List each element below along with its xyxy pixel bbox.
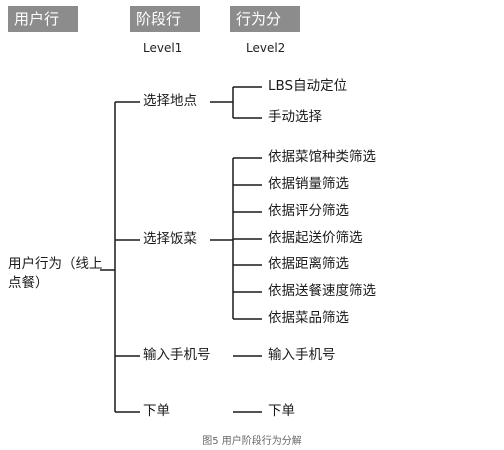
level1-label: Level1 [143, 41, 183, 55]
level2-node-filter-restaurant-type: 依据菜馆种类筛选 [268, 149, 376, 165]
level1-node-location: 选择地点 [143, 93, 197, 109]
level2-node-filter-delivery-speed: 依据送餐速度筛选 [268, 283, 376, 299]
level2-node-filter-sales: 依据销量筛选 [268, 176, 349, 192]
level2-node-enter-phone: 输入手机号 [268, 347, 336, 363]
level2-node-place-order: 下单 [268, 403, 295, 419]
level2-node-filter-dish: 依据菜品筛选 [268, 310, 349, 326]
root-node: 用户行为（线上点餐） [8, 256, 103, 291]
header-stage-behavior: 阶段行为 [130, 6, 200, 54]
header-behavior-breakdown: 行为分解 [230, 6, 300, 54]
level2-node-manual-select: 手动选择 [268, 109, 322, 125]
level1-node-food: 选择饭菜 [143, 231, 197, 247]
level2-node-filter-distance: 依据距离筛选 [268, 256, 349, 272]
level2-node-filter-min-order: 依据起送价筛选 [268, 230, 363, 246]
level2-node-lbs-auto-location: LBS自动定位 [268, 78, 348, 94]
header-user-behavior: 用户行为 [8, 6, 78, 54]
level2-label: Level2 [246, 41, 286, 55]
level1-node-order: 下单 [143, 403, 170, 419]
figure-caption: 图5 用户阶段行为分解 [202, 436, 302, 447]
level1-node-phone: 输入手机号 [143, 347, 211, 363]
level2-node-filter-rating: 依据评分筛选 [268, 203, 349, 219]
